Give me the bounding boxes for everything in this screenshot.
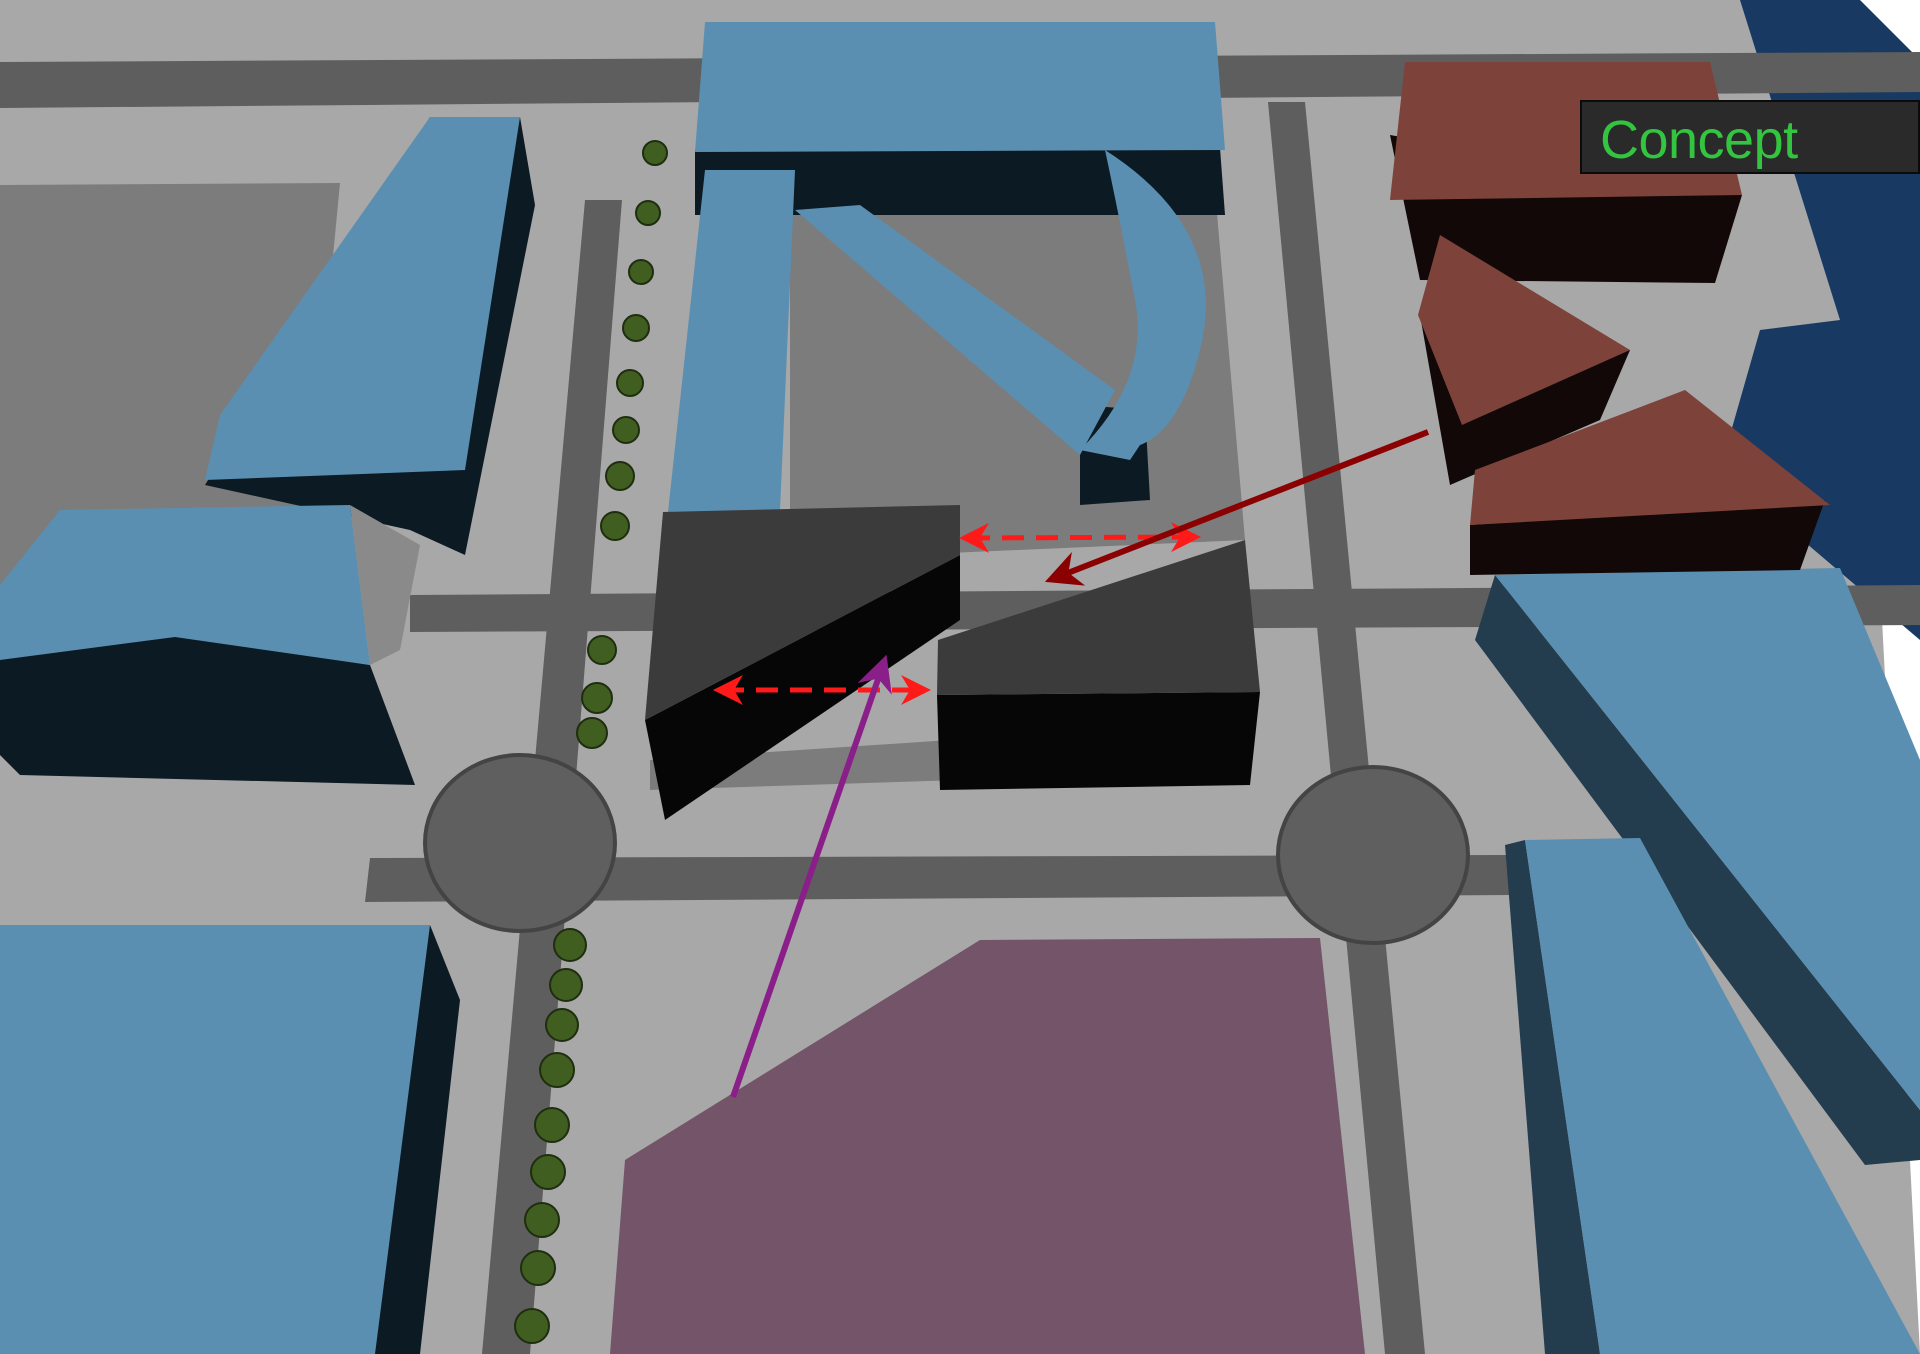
roundabout-east <box>1278 767 1468 943</box>
tree-icon <box>521 1251 555 1285</box>
building-southwest <box>0 925 460 1354</box>
concept-label-box: Concept <box>1580 100 1920 174</box>
tree-icon <box>554 929 586 961</box>
tree-icon <box>623 315 649 341</box>
tree-icon <box>643 141 667 165</box>
tree-icon <box>525 1203 559 1237</box>
tree-icon <box>515 1309 549 1343</box>
tree-icon <box>629 260 653 284</box>
tree-icon <box>531 1155 565 1189</box>
tree-icon <box>577 718 607 748</box>
concept-label: Concept <box>1600 110 1798 170</box>
tree-icon <box>636 201 660 225</box>
roundabout-west <box>425 755 615 931</box>
tree-icon <box>601 512 629 540</box>
tree-icon <box>613 417 639 443</box>
tree-icon <box>588 636 616 664</box>
tree-icon <box>606 462 634 490</box>
tree-icon <box>582 683 612 713</box>
tree-icon <box>546 1009 578 1041</box>
tree-icon <box>550 969 582 1001</box>
building-west-bow <box>0 505 420 785</box>
tree-icon <box>535 1108 569 1142</box>
tree-icon <box>540 1053 574 1087</box>
tree-icon <box>617 370 643 396</box>
